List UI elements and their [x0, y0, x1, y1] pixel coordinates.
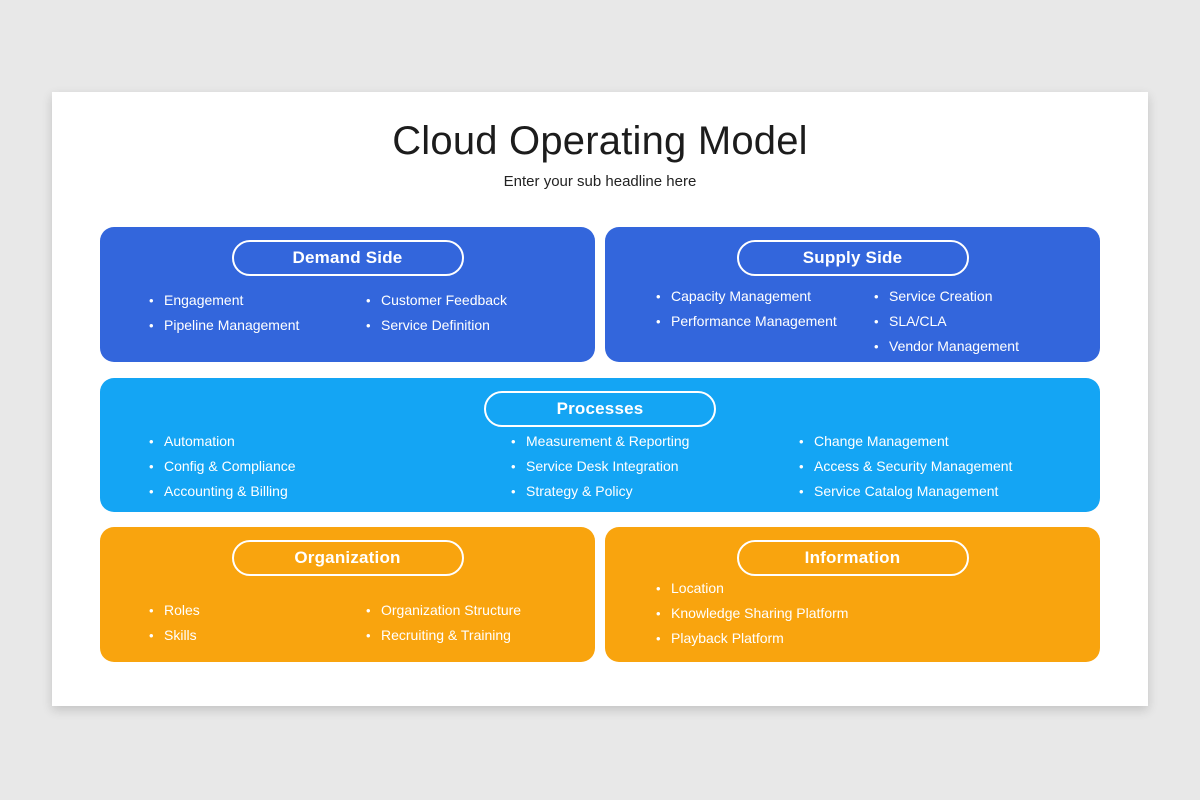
- list-item: Recruiting & Training: [365, 623, 521, 648]
- list-item: Organization Structure: [365, 598, 521, 623]
- list-item: Service Catalog Management: [798, 479, 1012, 504]
- supply-side-pill-label: Supply Side: [802, 248, 903, 267]
- organization-column-1: Roles Skills: [148, 598, 200, 648]
- demand-side-pill: Demand Side: [231, 240, 464, 276]
- demand-side-column-1: Engagement Pipeline Management: [148, 288, 299, 338]
- list-item: Knowledge Sharing Platform: [655, 601, 848, 626]
- organization-pill: Organization: [231, 540, 464, 576]
- supply-side-column-1: Capacity Management Performance Manageme…: [655, 284, 837, 334]
- organization-pill-label: Organization: [294, 548, 401, 567]
- list-item: Strategy & Policy: [510, 479, 689, 504]
- demand-side-column-2: Customer Feedback Service Definition: [365, 288, 507, 338]
- supply-side-pill: Supply Side: [736, 240, 969, 276]
- processes-pill-label: Processes: [556, 399, 644, 418]
- slide-title: Cloud Operating Model: [392, 119, 808, 163]
- demand-side-pill-label: Demand Side: [292, 248, 403, 267]
- list-item: Accounting & Billing: [148, 479, 296, 504]
- processes-column-2: Measurement & Reporting Service Desk Int…: [510, 429, 689, 504]
- processes-pill: Processes: [484, 391, 716, 427]
- list-item: Performance Management: [655, 309, 837, 334]
- list-item: Vendor Management: [873, 334, 1019, 359]
- list-item: Skills: [148, 623, 200, 648]
- processes-column-1: Automation Config & Compliance Accountin…: [148, 429, 296, 504]
- information-column-1: Location Knowledge Sharing Platform Play…: [655, 576, 848, 651]
- list-item: Access & Security Management: [798, 454, 1012, 479]
- list-item: Pipeline Management: [148, 313, 299, 338]
- list-item: Automation: [148, 429, 296, 454]
- list-item: Config & Compliance: [148, 454, 296, 479]
- list-item: Location: [655, 576, 848, 601]
- information-pill: Information: [736, 540, 969, 576]
- list-item: Playback Platform: [655, 626, 848, 651]
- list-item: Roles: [148, 598, 200, 623]
- list-item: Service Creation: [873, 284, 1019, 309]
- section-supply-side: Supply Side Capacity Management Performa…: [605, 227, 1100, 362]
- section-processes: Processes Automation Config & Compliance…: [100, 378, 1100, 512]
- information-pill-label: Information: [804, 548, 901, 567]
- supply-side-column-2: Service Creation SLA/CLA Vendor Manageme…: [873, 284, 1019, 359]
- list-item: Engagement: [148, 288, 299, 313]
- list-item: SLA/CLA: [873, 309, 1019, 334]
- organization-column-2: Organization Structure Recruiting & Trai…: [365, 598, 521, 648]
- slide-subtitle: Enter your sub headline here: [503, 173, 697, 190]
- processes-column-3: Change Management Access & Security Mana…: [798, 429, 1012, 504]
- section-demand-side: Demand Side Engagement Pipeline Manageme…: [100, 227, 595, 362]
- list-item: Service Definition: [365, 313, 507, 338]
- list-item: Capacity Management: [655, 284, 837, 309]
- slide-card: Cloud Operating Model Enter your sub hea…: [52, 92, 1148, 706]
- list-item: Change Management: [798, 429, 1012, 454]
- section-organization: Organization Roles Skills Organization S…: [100, 527, 595, 662]
- list-item: Service Desk Integration: [510, 454, 689, 479]
- list-item: Measurement & Reporting: [510, 429, 689, 454]
- list-item: Customer Feedback: [365, 288, 507, 313]
- section-information: Information Location Knowledge Sharing P…: [605, 527, 1100, 662]
